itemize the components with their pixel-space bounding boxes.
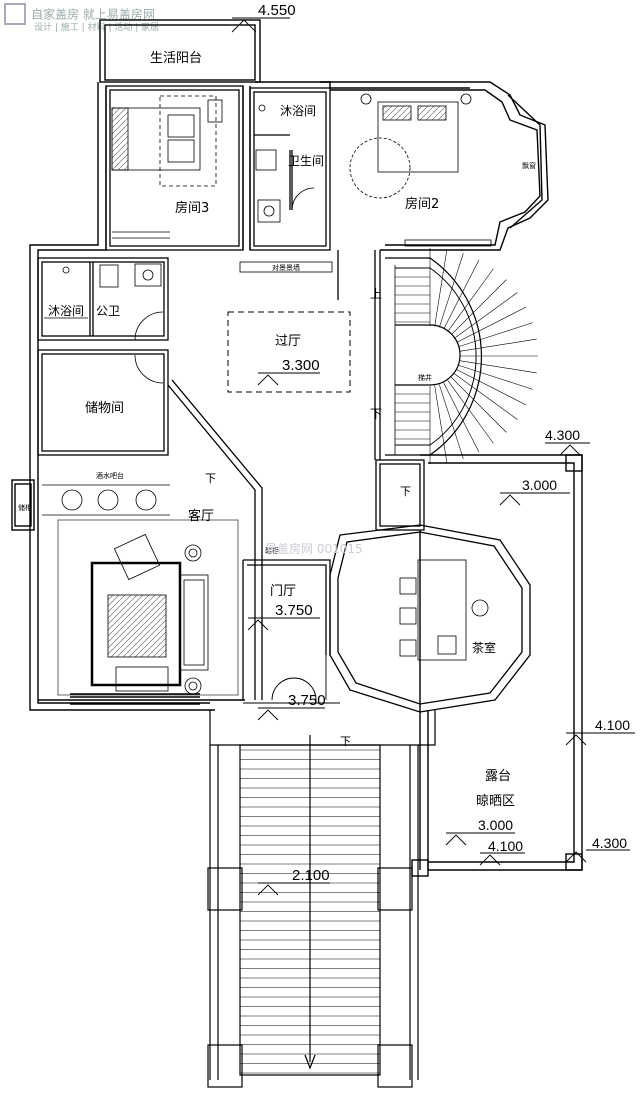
terrace-outline: [411, 454, 583, 877]
spiral-tread-line: [456, 369, 527, 406]
label-shower-top: 沐浴间: [280, 104, 316, 118]
label-living: 客厅: [188, 508, 214, 524]
spiral-stair-treads: [395, 248, 538, 464]
watermark-sub-item: 设计: [34, 23, 53, 33]
elevation-labels: 4.550 3.300 4.300 3.000 3.750 3.750 4.10…: [258, 2, 630, 884]
label-room3: 房间3: [175, 200, 209, 216]
spiral-tread-line: [434, 385, 448, 463]
bathroom-fixtures-top: [239, 104, 333, 273]
label-shoe-cabinet-a: 对景景墙: [272, 263, 300, 272]
label-water-bar: 酒水吧台: [96, 471, 124, 480]
spiral-tread-line: [443, 382, 480, 453]
spiral-tread-line: [434, 249, 448, 327]
elevation-porch: 3.750: [288, 692, 326, 709]
label-stair-down-living: 下: [205, 472, 216, 485]
stair-direction-labels: 上 下 下 下 下: [205, 287, 411, 748]
label-passage-hall: 过厅: [275, 334, 301, 349]
spiral-tread-line: [458, 364, 533, 390]
watermark-sub-item: 材料: [87, 23, 106, 33]
elevation-markers: [231, 17, 635, 896]
label-stair-down-entry: 下: [340, 735, 351, 748]
label-shoe-cabinet-b: 鞋柜: [265, 546, 279, 555]
label-terrace: 露台: [485, 769, 511, 784]
label-entry-hall: 门厅: [270, 584, 296, 599]
room2-bed: [349, 93, 492, 247]
interior-walls: [37, 85, 425, 700]
watermark-sub-item: 施工: [60, 23, 79, 33]
spiral-staircase: [385, 257, 483, 456]
tea-room: [329, 524, 531, 713]
elevation-top: 4.550: [258, 2, 296, 19]
spiral-tread-line: [459, 360, 537, 374]
watermark-sub-items: 设计 | 施工 | 材料 | 活动 | 家居: [34, 23, 160, 33]
watermark-sub-item: 家居: [141, 23, 160, 33]
label-side-cabinet: 储柜: [18, 503, 32, 512]
spiral-tread-line: [456, 306, 527, 343]
bathroom-fixtures-left: [44, 263, 164, 384]
room3-bed: [111, 95, 223, 239]
elevation-terrace-lower2: 4.100: [488, 838, 523, 854]
spiral-tread-line: [447, 268, 494, 332]
spiral-tread-line: [451, 279, 507, 335]
label-room2: 房间2: [405, 196, 439, 212]
label-drying: 晾晒区: [476, 793, 515, 809]
label-storage: 储物间: [85, 401, 124, 416]
watermark-center: 易盖房网 001015: [265, 541, 363, 556]
spiral-tread-line: [447, 380, 494, 444]
elevation-right-mid: 4.100: [595, 717, 630, 733]
label-stair-up: 上: [370, 287, 382, 301]
elevation-entry: 3.750: [275, 602, 313, 619]
spiral-tread-line: [458, 322, 533, 348]
spiral-tread-line: [451, 377, 507, 433]
label-stair-down: 下: [370, 407, 382, 421]
elevation-right-lower: 4.300: [592, 835, 627, 851]
watermark-logo-text: 自家盖房 就上易盖房网: [31, 7, 155, 22]
label-stair-down-tea: 下: [400, 485, 411, 498]
spiral-tread-line: [438, 384, 464, 459]
elevation-terrace-upper: 3.000: [522, 477, 557, 493]
spiral-tread-line: [443, 259, 480, 330]
watermark-logo: 自家盖房 就上易盖房网: [4, 3, 155, 25]
elevation-passage: 3.300: [282, 357, 320, 374]
exterior-stair-steps: [240, 749, 380, 1074]
spiral-tread-line: [454, 373, 518, 420]
spiral-tread-line: [438, 253, 464, 328]
label-balcony-life: 生活阳台: [150, 51, 202, 66]
spiral-tread-line: [454, 292, 518, 339]
label-elevator-well: 梯井: [418, 373, 432, 382]
elevation-stair-landing: 2.100: [292, 867, 330, 884]
house-logo-icon: [4, 3, 26, 25]
elevation-right-upper: 4.300: [545, 427, 580, 443]
label-bay-window: 飘窗: [522, 161, 536, 170]
label-toilet-top: 卫生间: [288, 154, 324, 168]
room-labels: 生活阳台 房间3 沐浴间 卫生间 房间2 飘窗 沐浴间 公卫 储物间 酒水吧台 …: [18, 51, 536, 809]
elevation-terrace-lower: 3.000: [478, 817, 513, 833]
exterior-stair: [207, 710, 436, 1088]
label-public-wc: 公卫: [96, 304, 120, 318]
spiral-tread-line: [459, 338, 537, 352]
label-shower-left: 沐浴间: [48, 304, 84, 318]
passage-hall-outline: [227, 311, 351, 393]
label-tea-room: 茶室: [472, 640, 496, 655]
entry-doors: [243, 655, 340, 704]
watermark-sub-item: 活动: [114, 23, 133, 33]
living-room-furniture: [42, 484, 209, 695]
